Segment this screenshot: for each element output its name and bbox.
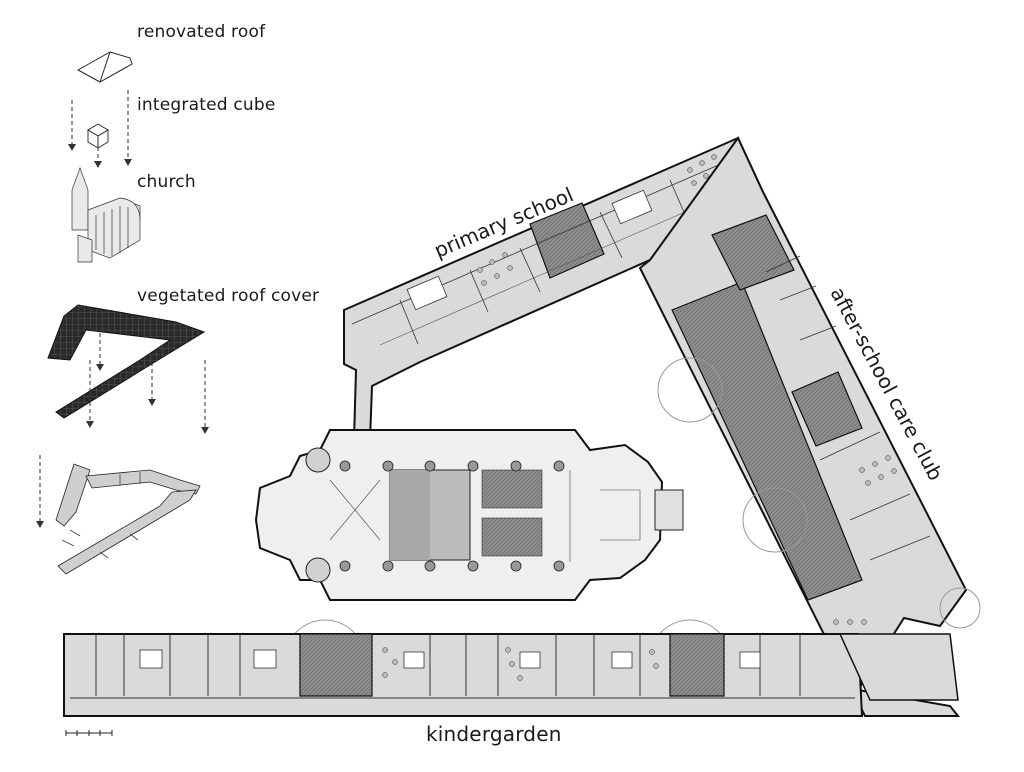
after-school-wing	[638, 136, 968, 717]
renovated-roof-icon	[76, 51, 133, 83]
kindergarden-wing	[63, 633, 959, 717]
stair-tower-north	[305, 447, 331, 473]
church-plan	[254, 429, 684, 601]
scale-bar	[65, 730, 113, 736]
legend-church: church	[137, 172, 196, 192]
church-icon	[71, 166, 141, 263]
arrow-heads-upper	[68, 144, 132, 168]
arrow-heads-lower	[36, 364, 209, 528]
vegetated-roof-icon	[47, 304, 206, 419]
legend-integrated-cube: integrated cube	[137, 95, 276, 115]
legend-vegetated-roof-cover: vegetated roof cover	[137, 286, 320, 306]
building-axonometric-icon	[55, 463, 201, 575]
stair-tower-south	[305, 557, 331, 583]
integrated-cube-icon	[87, 123, 109, 149]
legend-renovated-roof: renovated roof	[137, 22, 266, 42]
kindergarden-label: kindergarden	[426, 722, 562, 746]
drop-arrows-lower	[39, 312, 206, 522]
